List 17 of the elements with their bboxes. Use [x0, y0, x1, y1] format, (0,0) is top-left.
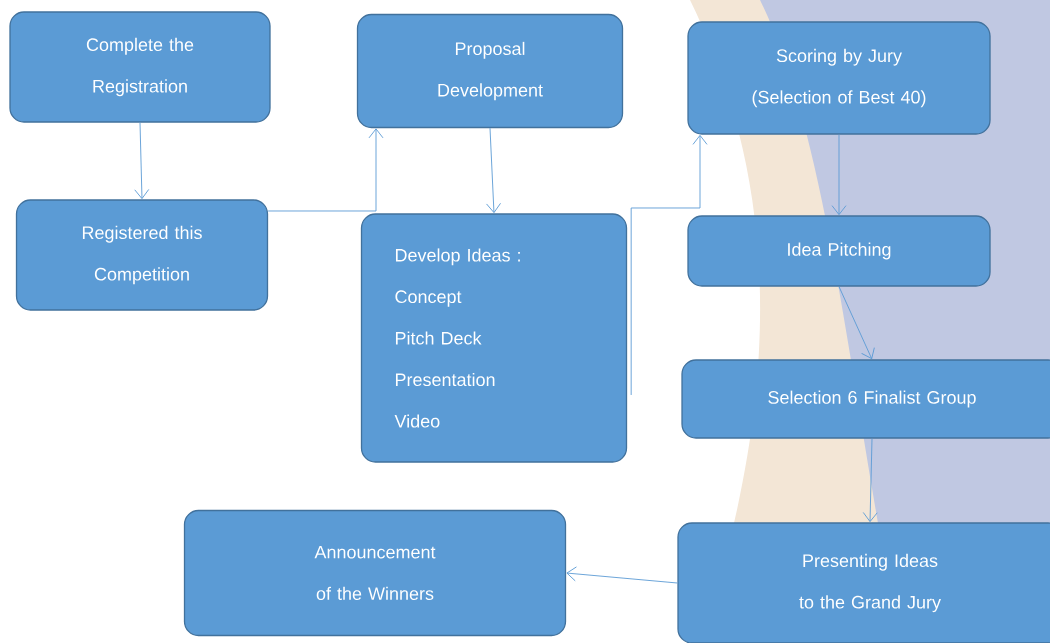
process-box: Complete the Registration — [9, 11, 271, 123]
arrow — [486, 127, 501, 214]
process-box: Proposal Development — [356, 13, 624, 129]
arrow — [862, 438, 878, 523]
arrow — [267, 128, 384, 212]
process-box: Idea Pitching — [687, 215, 991, 287]
arrow — [831, 134, 847, 216]
process-box: Develop Ideas : Concept Pitch Deck Presentation Video — [360, 213, 628, 463]
process-box: Selection 6 Finalist Group — [681, 359, 1050, 439]
arrow — [838, 286, 875, 360]
process-box: Registered this Competition — [15, 199, 269, 311]
arrow — [566, 566, 678, 584]
process-box: Announcement of the Winners — [183, 509, 567, 637]
process-box: Scoring by Jury (Selection of Best 40) — [687, 21, 991, 135]
arrow — [630, 134, 708, 396]
process-box: Presenting Ideas to the Grand Jury — [677, 522, 1050, 643]
arrow — [134, 122, 150, 200]
